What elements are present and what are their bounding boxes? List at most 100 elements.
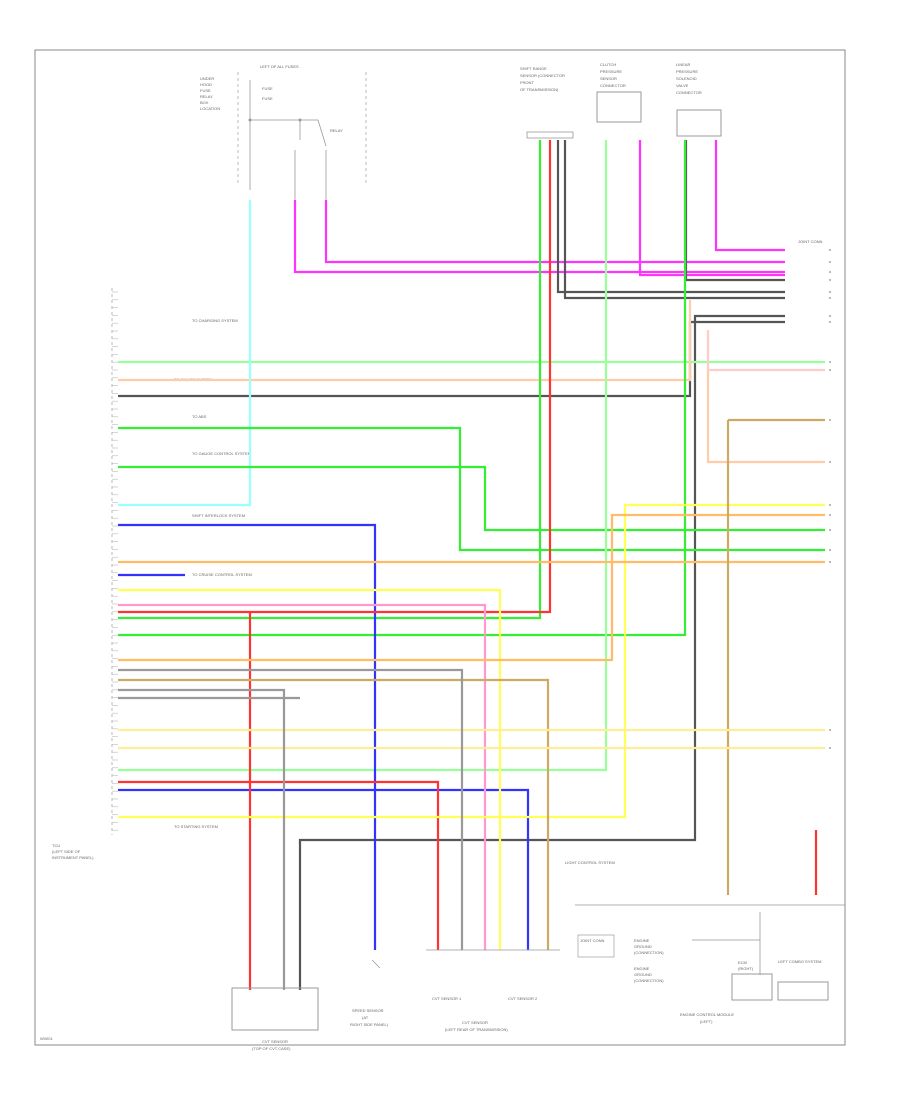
sensor-c-box (676, 109, 722, 137)
top-sensor-b: CLUTCH PRESSURE SENSOR CONNECTOR (596, 62, 642, 123)
svg-text:SENSOR: SENSOR (600, 76, 617, 81)
wire-green (118, 426, 825, 552)
svg-text:FRONT: FRONT (520, 80, 534, 85)
tcu-module: TCU (LEFT SIDE OF INSTRUMENT PANEL) (52, 288, 118, 860)
svg-text:RIGHT SIDE PANEL): RIGHT SIDE PANEL) (350, 1022, 389, 1027)
right-terminal (829, 419, 831, 421)
svg-text:PRESSURE: PRESSURE (676, 69, 698, 74)
wire-dark-gray (684, 140, 785, 282)
right-terminal (829, 361, 831, 363)
svg-text:CONNECTOR: CONNECTOR (600, 83, 626, 88)
svg-text:SENSOR (CONNECTOR: SENSOR (CONNECTOR (520, 73, 565, 78)
fuse-relay-box: LEFT OF ALL FUSES FUSE FUSE RELAY UNDER … (200, 64, 367, 200)
right-terminal (829, 315, 831, 317)
diagram-frame (34, 49, 846, 1046)
tcu-title-2: (LEFT SIDE OF (52, 849, 81, 854)
wire-blue (118, 523, 377, 950)
wire-dark-gray (298, 314, 785, 990)
wire-light-green (118, 140, 608, 772)
right-terminal (829, 461, 831, 463)
wire-magenta (714, 140, 785, 252)
svg-text:SPEED SENSOR: SPEED SENSOR (352, 1008, 384, 1013)
wire-magenta (293, 200, 785, 274)
wire-red (118, 140, 552, 614)
tcu-title-3: INSTRUMENT PANEL) (52, 855, 94, 860)
right-terminal (829, 369, 831, 371)
wire-green (118, 140, 542, 620)
svg-text:LINEAR: LINEAR (676, 62, 691, 67)
note-charging: TO CHARGING SYSTEM (192, 318, 238, 323)
wire-gray (118, 668, 464, 950)
svg-text:RELAY: RELAY (200, 94, 213, 99)
right-connector-label: JOINT CONN (798, 239, 822, 244)
svg-text:JOINT CONN: JOINT CONN (580, 938, 604, 943)
tcu-pin-column (112, 291, 118, 831)
wire-tan (118, 678, 550, 950)
svg-text:CVT SENSOR: CVT SENSOR (462, 1020, 488, 1025)
ecm-right-box (731, 973, 773, 1001)
svg-text:(LEFT REAR OF TRANSMISSION): (LEFT REAR OF TRANSMISSION) (445, 1027, 508, 1032)
fuse-box-label-3: RELAY (330, 128, 343, 133)
wire-dark-gray (563, 140, 785, 300)
tcu-title-1: TCU (52, 843, 60, 848)
bottom-sensor-center: SPEED SENSOR (AT RIGHT SIDE PANEL) (350, 959, 389, 1027)
svg-text:VALVE: VALVE (676, 83, 689, 88)
wire-red (118, 780, 440, 950)
bottom-sensor-right: CVT SENSOR 1 CVT SENSOR 2 CVT SENSOR (LE… (426, 949, 560, 1032)
wire-harness (118, 140, 831, 990)
note-cruise: TO CRUISE CONTROL SYSTEM (192, 572, 252, 577)
right-terminal (829, 297, 831, 299)
svg-text:PRESSURE: PRESSURE (600, 69, 622, 74)
wire-tan (726, 418, 825, 895)
fuse-left-text: UNDER HOOD FUSE RELAY BOX LOCATION (200, 76, 220, 111)
right-terminal (829, 271, 831, 273)
wire-gray (118, 688, 286, 990)
top-sensor-a: SHIFT RANGE SENSOR (CONNECTOR FRONT OF T… (520, 66, 574, 139)
svg-text:BOX: BOX (200, 100, 209, 105)
top-sensor-c: LINEAR PRESSURE SOLENOID VALVE CONNECTOR (676, 62, 722, 137)
right-terminal (829, 321, 831, 323)
svg-text:OF TRANSMISSION): OF TRANSMISSION) (520, 87, 559, 92)
svg-text:(LEFT): (LEFT) (700, 1019, 713, 1024)
right-terminal (829, 747, 831, 749)
wire-yellow (118, 588, 502, 950)
sensor-b-box (596, 91, 642, 123)
svg-text:FUSE: FUSE (200, 88, 211, 93)
wire-magenta (324, 200, 785, 264)
wire-magenta (638, 140, 785, 277)
note-light: LIGHT CONTROL SYSTEM (565, 860, 615, 865)
ground-box-1 (577, 934, 615, 958)
fuse-box-label-2: FUSE (262, 96, 273, 101)
right-terminal (829, 561, 831, 563)
right-terminal (829, 249, 831, 251)
wire-orange (118, 513, 825, 662)
fuse-box-label-1: FUSE (262, 86, 273, 91)
svg-text:SHIFT RANGE: SHIFT RANGE (520, 66, 547, 71)
svg-text:ENGINE: ENGINE (634, 966, 650, 971)
right-terminal (829, 549, 831, 551)
right-terminal (829, 729, 831, 731)
svg-text:CLUTCH: CLUTCH (600, 62, 616, 67)
svg-text:CONNECTOR: CONNECTOR (676, 90, 702, 95)
svg-text:SOLENOID: SOLENOID (676, 76, 697, 81)
svg-text:(RIGHT): (RIGHT) (738, 966, 754, 971)
svg-text:ENGINE: ENGINE (634, 938, 650, 943)
svg-text:HOOD: HOOD (200, 82, 212, 87)
cvt-sensor-box (231, 987, 319, 1031)
wire-pink (118, 603, 487, 950)
fuse-box-title: LEFT OF ALL FUSES (260, 64, 299, 69)
svg-text:CVT SENSOR 1: CVT SENSOR 1 (432, 996, 462, 1001)
right-terminal (829, 261, 831, 263)
svg-text:LEFT COMBO SYSTEM: LEFT COMBO SYSTEM (778, 959, 822, 964)
svg-text:UNDER: UNDER (200, 76, 214, 81)
footer-code: W0001 (40, 1036, 53, 1041)
svg-text:ENGINE CONTROL MODULE: ENGINE CONTROL MODULE (680, 1012, 734, 1017)
bottom-right-block: JOINT CONN ENGINE GROUND (CONNECTION) EN… (575, 904, 845, 1024)
right-terminal (829, 504, 831, 506)
note-starting: TO STARTING SYSTEM (174, 824, 218, 829)
wire-blue (118, 788, 530, 950)
note-shift: SHIFT INTERLOCK SYSTEM (192, 513, 245, 518)
fuse-node-2 (298, 118, 302, 122)
wire-cyan (118, 200, 252, 507)
wire-light-pink (706, 330, 825, 372)
